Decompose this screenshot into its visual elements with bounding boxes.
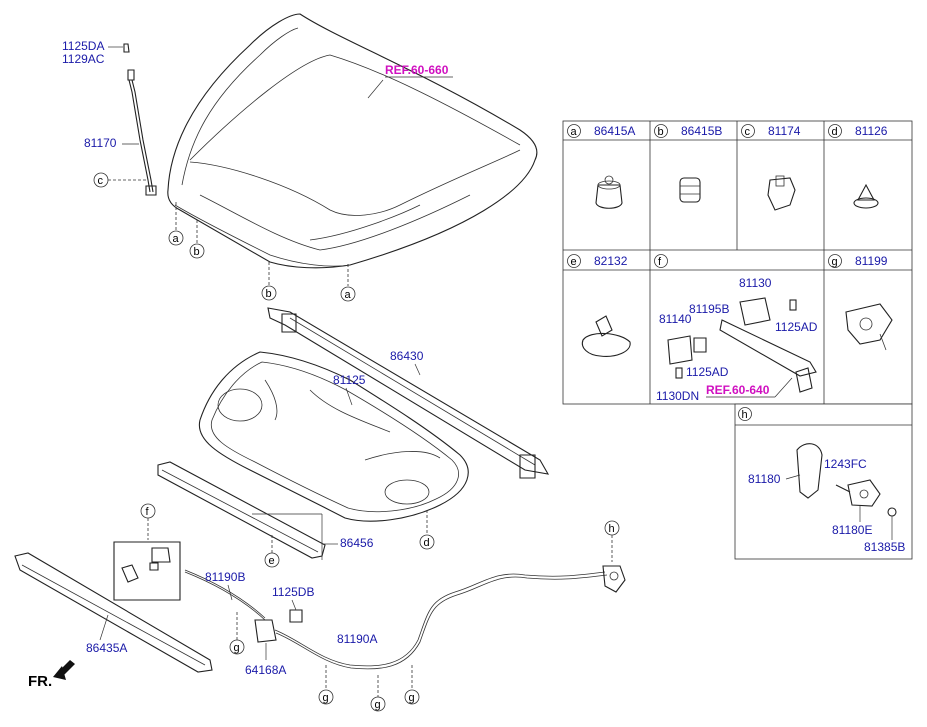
table-cell-c-header: c 81174 [741, 124, 801, 138]
table-cell-e-header: e 82132 [567, 254, 628, 268]
label-86456: 86456 [340, 536, 374, 550]
table-part-81199: 81199 [855, 254, 888, 268]
table-part-86415B: 86415B [681, 124, 722, 138]
callout-g-cable-3: g [404, 689, 420, 705]
callout-e-seal: e [264, 552, 280, 568]
svg-text:d: d [832, 126, 838, 138]
cable-bracket-64168A [254, 609, 303, 643]
svg-text:g: g [234, 642, 240, 654]
svg-text:f: f [658, 256, 662, 268]
callout-g-cable-2: g [370, 696, 386, 712]
svg-text:b: b [194, 246, 200, 258]
label-81140: 81140 [659, 312, 692, 326]
callout-b-hood-left: b [189, 243, 205, 259]
front-direction-label: FR. [28, 673, 52, 690]
hood-weatherstrip [267, 307, 550, 479]
table-part-81126: 81126 [855, 124, 888, 138]
callout-g-cable-1: g [318, 689, 334, 705]
table-part-82132: 82132 [594, 254, 628, 268]
callout-f-latch: f [140, 503, 156, 519]
callout-d-insulator: d [419, 534, 435, 550]
label-1130DN: 1130DN [656, 389, 699, 403]
clip-81174-drawing [767, 175, 796, 211]
release-cable-81190B [184, 569, 266, 621]
table-cell-g-header: g 81199 [828, 254, 888, 268]
label-81195B: 81195B [689, 302, 729, 316]
label-86435A: 86435A [86, 641, 127, 655]
svg-text:a: a [173, 233, 180, 245]
release-handle [602, 565, 626, 593]
svg-text:g: g [832, 256, 838, 268]
label-81170: 81170 [84, 136, 117, 150]
grommet-82132-drawing [581, 315, 631, 357]
parts-table [562, 120, 913, 560]
svg-text:c: c [98, 175, 104, 187]
svg-text:g: g [409, 692, 415, 704]
callout-h-release-handle: h [604, 520, 620, 536]
table-cell-f-header: f [654, 254, 668, 268]
svg-text:b: b [658, 126, 664, 138]
release-cable-81190A [274, 571, 608, 670]
latch-bracket-detail [113, 541, 181, 601]
label-64168A: 64168A [245, 663, 286, 677]
label-81130: 81130 [739, 276, 772, 290]
label-86430: 86430 [390, 349, 424, 363]
f-cell-drawing [667, 297, 817, 393]
svg-text:h: h [609, 523, 615, 535]
svg-text:h: h [742, 409, 748, 421]
latch-81199-drawing [845, 303, 893, 351]
svg-text:e: e [269, 555, 275, 567]
callout-a-hood-left: a [168, 230, 184, 246]
label-1243FC: 1243FC [824, 457, 867, 471]
label-81190B: 81190B [205, 570, 245, 584]
label-1125AD-a: 1125AD [775, 320, 818, 334]
svg-text:e: e [571, 256, 577, 268]
svg-text:g: g [375, 699, 381, 711]
label-81180: 81180 [748, 472, 781, 486]
ref-top[interactable]: REF.60-660 [385, 63, 449, 77]
callout-a-hood-center: a [340, 286, 356, 302]
svg-text:b: b [266, 288, 272, 300]
bumper-86415A-drawing [595, 175, 623, 209]
label-1125DA: 1125DA [62, 39, 104, 53]
table-part-86415A: 86415A [594, 124, 635, 138]
table-cell-h-header: h [738, 407, 752, 421]
cowl-seal [157, 461, 326, 559]
label-1129AC: 1129AC [62, 52, 105, 66]
hood-panel [167, 13, 538, 269]
table-part-81174: 81174 [768, 124, 801, 138]
label-81125: 81125 [333, 373, 366, 387]
table-cell-d-header: d 81126 [828, 124, 888, 138]
callout-b-hood-center: b [261, 285, 277, 301]
clip-81126-drawing [853, 183, 879, 209]
ref-lower[interactable]: REF.60-640 [706, 383, 770, 397]
label-81180E: 81180E [832, 523, 872, 537]
svg-text:a: a [345, 289, 352, 301]
front-arrow-icon [53, 660, 75, 680]
callout-c-hood-stay: c [93, 172, 109, 188]
h-cell-drawing [796, 443, 897, 517]
table-cell-a-header: a 86415A [567, 124, 635, 138]
svg-text:d: d [424, 537, 430, 549]
label-81190A: 81190A [337, 632, 377, 646]
svg-text:f: f [146, 506, 150, 518]
hood-stay-rod [123, 43, 157, 196]
table-cell-b-header: b 86415B [654, 124, 722, 138]
bumper-86415B-drawing [679, 177, 701, 203]
hood-insulator-pad [198, 351, 469, 522]
front-end-molding [14, 552, 213, 673]
svg-text:a: a [571, 126, 578, 138]
svg-text:g: g [323, 692, 329, 704]
label-1125DB: 1125DB [272, 585, 314, 599]
svg-text:c: c [745, 126, 751, 138]
label-81385B: 81385B [864, 540, 905, 554]
callout-g-cable-left: g [229, 639, 245, 655]
label-1125AD-b: 1125AD [686, 365, 729, 379]
